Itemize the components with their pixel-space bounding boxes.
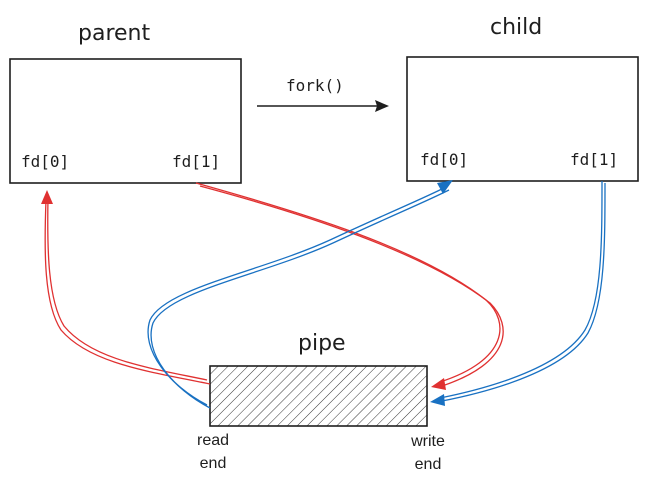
pipe-title: pipe xyxy=(298,331,346,356)
parent-arrows xyxy=(41,182,504,390)
pipe-read-end-label-line-2: end xyxy=(200,455,227,472)
parent-read-arrow-line-2 xyxy=(44,199,211,385)
parent-write-arrow-line-2 xyxy=(199,185,504,387)
pipe-write-end-label-line-1: write xyxy=(410,433,445,450)
fork-arrowhead xyxy=(375,100,389,112)
parent-write-arrowhead xyxy=(431,378,446,390)
child-fd-read: fd[0] xyxy=(420,150,468,169)
child-title: child xyxy=(490,15,542,40)
parent-box xyxy=(9,58,242,184)
child-process: child fd[0] fd[1] xyxy=(406,15,639,182)
parent-fd-read: fd[0] xyxy=(21,152,69,171)
parent-read-arrow-line xyxy=(47,197,208,381)
pipe-read-end-label-line-1: read xyxy=(197,432,229,449)
parent-process: parent fd[0] fd[1] xyxy=(9,21,242,184)
fork-label: fork() xyxy=(286,76,344,95)
child-box xyxy=(406,56,639,182)
fork-arrow: fork() xyxy=(257,76,389,112)
child-write-arrow-line-2 xyxy=(441,182,606,402)
parent-title: parent xyxy=(78,21,150,46)
child-write-arrow-line xyxy=(439,180,603,399)
pipe: pipe read end write end xyxy=(197,331,445,473)
pipe-write-end-label-line-2: end xyxy=(415,456,442,473)
child-write-arrowhead xyxy=(430,394,445,406)
parent-read-arrowhead xyxy=(41,190,53,204)
pipe-box xyxy=(209,365,428,427)
child-read-arrow-line xyxy=(147,186,447,406)
child-fd-write: fd[1] xyxy=(570,150,618,169)
child-arrows xyxy=(147,180,606,409)
child-read-arrow-line-2 xyxy=(150,189,450,409)
parent-fd-write: fd[1] xyxy=(172,152,220,171)
child-read-arrowhead xyxy=(437,180,453,194)
parent-write-arrow-line xyxy=(195,182,501,383)
